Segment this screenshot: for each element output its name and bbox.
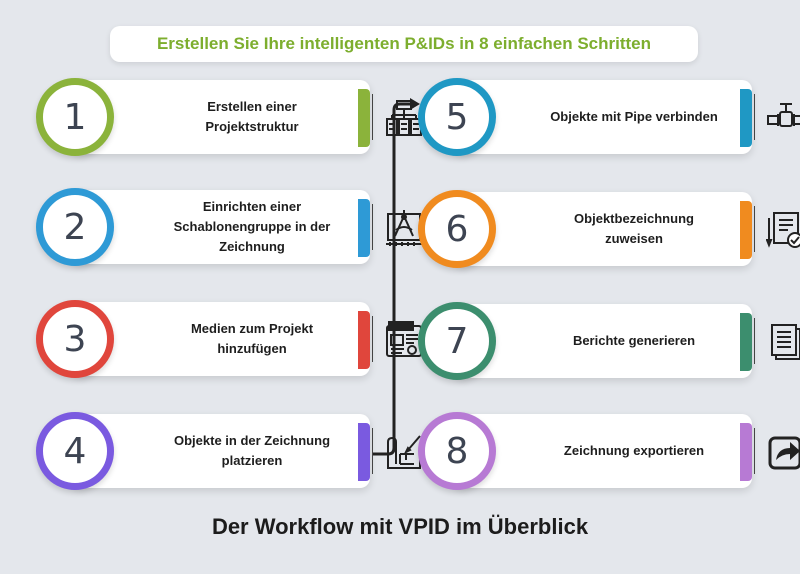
accent-bar [358,311,370,369]
divider [372,204,373,250]
hierarchy-structure-icon [384,98,424,138]
step-number-badge: 4 [36,412,114,490]
step-number-badge: 1 [36,78,114,156]
step-card: Erstellen einer Projektstruktur [72,80,422,154]
step-card: Objekte in der Zeichnung platzieren [72,414,421,488]
report-document-icon [766,322,800,362]
step-number-badge: 7 [418,302,496,380]
page-title: Erstellen Sie Ihre intelligenten P&IDs i… [110,26,698,62]
blueprint-pencil-icon [384,432,424,472]
footer-title: Der Workflow mit VPID im Überblick [211,514,589,539]
step-2: Einrichten einer Schablonengruppe in der… [36,188,422,268]
step-card: Einrichten einer Schablonengruppe in der… [72,190,422,264]
step-number-badge: 3 [36,300,114,378]
step-3: Medien zum Projekt hinzufügen 3 [36,300,422,380]
step-card: Medien zum Projekt hinzufügen [72,302,422,376]
project-media-icon [384,320,424,360]
step-8: Zeichnung exportieren 8 [418,412,800,492]
step-card: Berichte generieren [454,304,800,378]
step-label: Medien zum Projekt hinzufügen [190,321,314,356]
accent-bar [740,201,752,259]
step-number-badge: 6 [418,190,496,268]
step-number-badge: 5 [418,78,496,156]
accent-bar [358,199,370,257]
step-card: Zeichnung exportieren [454,414,800,488]
divider [372,316,373,362]
step-number-badge: 2 [36,188,114,266]
drafting-compass-icon [384,208,424,248]
step-7: Berichte generieren 7 [418,302,800,382]
step-4: Objekte in der Zeichnung platzieren 4 [36,412,421,492]
divider [754,428,755,474]
pipe-valve-icon [766,98,800,138]
share-export-icon [766,432,800,472]
accent-bar [740,89,752,147]
step-label: Berichte generieren [572,333,696,348]
divider [754,94,755,140]
divider [754,318,755,364]
document-check-icon [765,210,800,250]
divider [372,94,373,140]
step-number-badge: 8 [418,412,496,490]
step-label: Erstellen einer Projektstruktur [205,99,299,134]
accent-bar [740,423,752,481]
divider [372,428,373,474]
step-card: Objektbezeichnung zuweisen [454,192,800,266]
accent-bar [358,423,370,481]
step-label: Objektbezeichnung zuweisen [574,211,694,246]
accent-bar [740,313,752,371]
step-5: Objekte mit Pipe verbinden 5 [418,78,800,158]
step-card: Objekte mit Pipe verbinden [454,80,800,154]
step-1: Erstellen einer Projektstruktur 1 [36,78,422,158]
step-6: Objektbezeichnung zuweisen 6 [418,190,800,270]
step-label: Zeichnung exportieren [563,443,705,458]
step-label: Objekte mit Pipe verbinden [550,109,718,124]
step-label: Einrichten einer Schablonengruppe in der… [173,199,331,254]
divider [754,206,755,252]
accent-bar [358,89,370,147]
step-label: Objekte in der Zeichnung platzieren [173,433,331,468]
